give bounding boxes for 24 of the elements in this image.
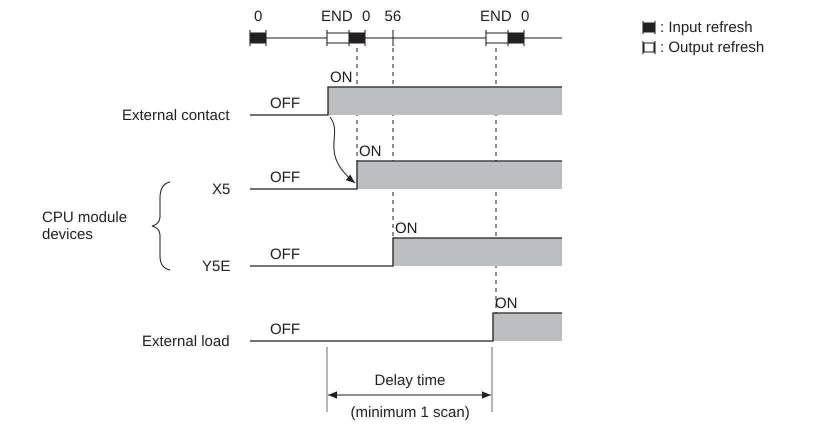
- state-label: ON: [359, 143, 382, 160]
- step-number: END: [480, 8, 512, 25]
- dimension-label: (minimum 1 scan): [350, 404, 470, 421]
- step-number: END: [321, 8, 353, 25]
- step-number: 56: [384, 8, 402, 25]
- state-label: ON: [495, 295, 518, 312]
- step-number: 0: [362, 8, 370, 25]
- state-label: OFF: [270, 246, 300, 263]
- group-label: CPU module devices: [42, 209, 128, 243]
- signal-name: Y5E: [202, 258, 230, 275]
- step-number: 0: [521, 8, 530, 25]
- signal-name: External contact: [122, 107, 230, 124]
- state-label: OFF: [270, 169, 300, 186]
- legend-text: : Output refresh: [660, 39, 764, 56]
- state-label: OFF: [270, 321, 300, 338]
- state-label: OFF: [270, 95, 300, 112]
- state-label: ON: [330, 69, 352, 86]
- dimension-label: Delay time: [374, 372, 446, 389]
- arrow: [330, 116, 356, 184]
- signal-name: External load: [142, 333, 230, 350]
- state-label: ON: [395, 220, 418, 237]
- signal-name: X5: [212, 181, 230, 198]
- legend-text: : Input refresh: [660, 19, 753, 36]
- step-number: 0: [254, 8, 262, 25]
